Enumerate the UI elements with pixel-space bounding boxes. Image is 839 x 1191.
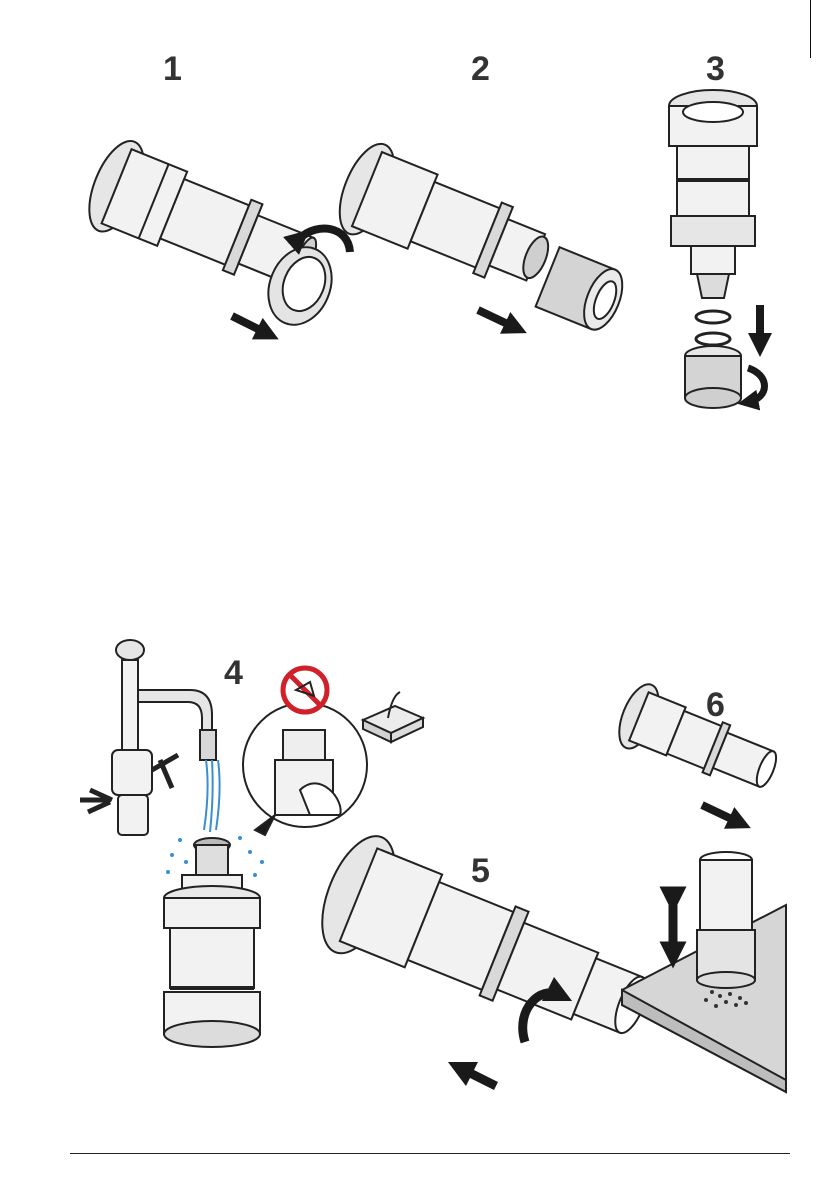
tissue-box-icon — [363, 692, 423, 742]
step-1-illustration — [78, 134, 350, 335]
direction-arrow-icon — [702, 805, 740, 823]
prohibited-sign-icon — [283, 668, 327, 712]
removed-cap — [536, 247, 630, 335]
step-6-illustration — [611, 679, 786, 1092]
water-stream — [204, 760, 220, 832]
direction-arrow-icon — [478, 310, 516, 328]
step-3-illustration — [669, 90, 765, 408]
water-faucet-icon — [80, 640, 216, 835]
step-2-illustration — [329, 136, 630, 335]
direction-arrow-icon — [460, 1068, 496, 1086]
footer-rule — [70, 1153, 790, 1154]
o-ring-2 — [696, 333, 730, 345]
rotate-arrow-icon — [748, 368, 765, 402]
direction-arrow-icon — [232, 316, 268, 334]
o-ring-1 — [696, 311, 730, 323]
step-5-illustration — [307, 826, 665, 1086]
